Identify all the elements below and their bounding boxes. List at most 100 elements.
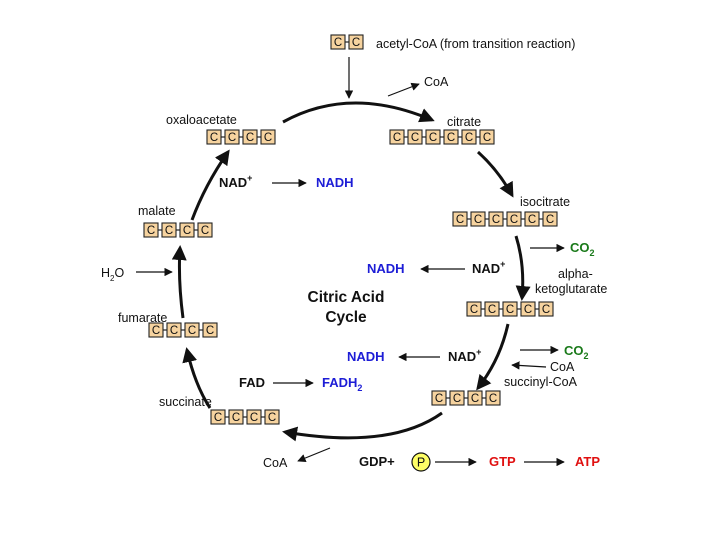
fumarate-label: fumarate [118,311,167,325]
cycle-arrow-citrate-to-isocitrate [476,150,514,198]
carbon-atom-label: C [183,225,191,237]
carbon-atom-label: C [510,214,518,226]
carbon-box [542,211,558,227]
carbon-atom-label: C [264,132,272,144]
coa-release-arrow [387,82,420,97]
carbon-atom-label: C [470,304,478,316]
carbon-atom-label: C [506,304,514,316]
nadh-label-3: NADH [347,349,385,364]
cycle-arrow-malate-to-oxaloacetate [190,149,230,221]
nad-label-1: NAD+ [219,173,252,190]
carbon-box [260,129,276,145]
cycle-arrow-akg-to-succinyl [476,323,510,391]
carbon-box [485,390,501,406]
carbon-atom-label: C [352,37,360,49]
carbon-box [538,301,554,317]
isocitrate-label: isocitrate [520,195,570,209]
carbon-atom-label: C [210,132,218,144]
carbon-atom-label: C [456,214,464,226]
cycle-arrow-succinyl-to-succinate [282,411,443,442]
carbon-box [479,129,495,145]
carbon-atom-label: C [453,393,461,405]
carbon-atom-label: C [465,132,473,144]
carbon-box [264,409,280,425]
carbon-atom-label: C [483,132,491,144]
carbon-atom-label: C [474,214,482,226]
oxaloacetate-label: oxaloacetate [166,113,237,127]
akg-label-line2: ketoglutarate [535,282,607,296]
acetyl-coa-label: acetyl-CoA (from transition reaction) [376,37,575,51]
cycle-arrow-succinate-to-fumarate [182,347,212,409]
coa-label-2: CoA [550,360,575,374]
carbon-box [202,322,218,338]
carbon-atom-label: C [232,412,240,424]
carbon-atom-label: C [492,214,500,226]
carbon-atom-label: C [170,325,178,337]
nad-label-3: NAD+ [448,347,481,364]
carbon-atom-label: C [152,325,160,337]
carbon-atom-label: C [411,132,419,144]
carbon-box [348,34,364,50]
coa-release-arrow-bottom [297,447,331,463]
carbon-atom-label: C [246,132,254,144]
nadh-label-1: NADH [316,175,354,190]
cycle-title-line2: Cycle [325,309,367,326]
cycle-title-line1: Citric Acid [308,289,385,306]
coa-arrow-2 [511,361,547,370]
succinyl-coa-label: succinyl-CoA [504,375,578,389]
carbon-atom-label: C [214,412,222,424]
cycle-arrow-isocitrate-to-akg [514,235,531,301]
carbon-atom-label: C [528,214,536,226]
cycle-arrow-oxaloacetate-to-citrate [282,101,435,124]
carbon-atom-label: C [546,214,554,226]
carbon-atom-label: C [471,393,479,405]
carbon-atom-label: C [250,412,258,424]
carbon-atom-label: C [393,132,401,144]
citrate-label: citrate [447,115,481,129]
atp-label: ATP [575,454,600,469]
carbon-atom-label: C [165,225,173,237]
gdp-label: GDP+ [359,454,395,469]
cycle-arrow-fumarate-to-malate [171,245,187,319]
co2-label-1: CO2 [570,240,595,258]
carbon-atom-label: C [429,132,437,144]
carbon-atom-label: C [447,132,455,144]
succinate-label: succinate [159,395,212,409]
carbon-atom-label: C [489,393,497,405]
carbon-atom-label: C [147,225,155,237]
co2-label-2: CO2 [564,343,589,361]
carbon-atom-label: C [268,412,276,424]
carbon-atom-label: C [201,225,209,237]
gtp-label: GTP [489,454,516,469]
carbon-atom-label: C [188,325,196,337]
carbon-atom-label: C [334,37,342,49]
water-label: H2O [101,266,124,283]
carbon-box [197,222,213,238]
fadh2-label: FADH2 [322,375,362,393]
nadh-label-2: NADH [367,261,405,276]
akg-label-line1: alpha- [558,267,593,281]
phosphate-label: P [417,456,425,470]
coa-top-label: CoA [424,75,449,89]
carbon-atom-label: C [542,304,550,316]
malate-label: malate [138,204,176,218]
carbon-atom-label: C [488,304,496,316]
phosphate-circle [411,452,431,472]
carbon-atom-label: C [524,304,532,316]
carbon-atom-label: C [228,132,236,144]
coa-bottom-label: CoA [263,456,288,470]
nad-label-2: NAD+ [472,259,505,276]
carbon-atom-label: C [206,325,214,337]
carbon-atom-label: C [435,393,443,405]
fad-label: FAD [239,375,265,390]
